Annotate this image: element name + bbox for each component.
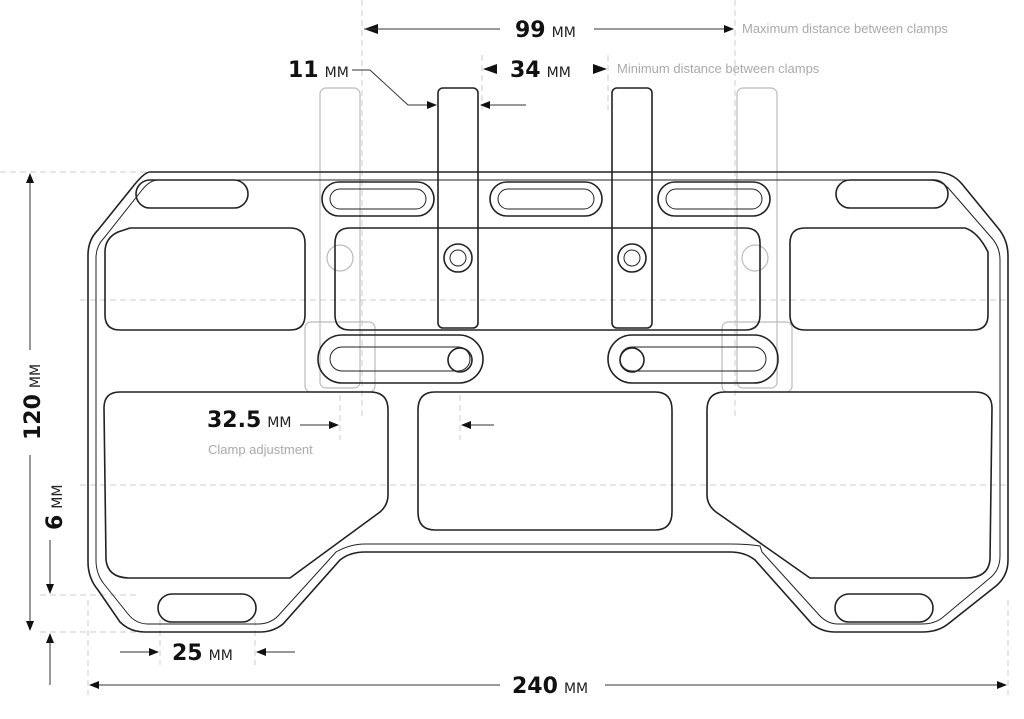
min-clamp-unit: MM <box>547 65 571 81</box>
clamp-width-value: 11 <box>288 58 319 83</box>
svg-text:120MM: 120 MM <box>21 364 46 440</box>
extension-lines <box>0 0 1010 695</box>
ghost-clamps <box>304 87 793 393</box>
height-value: 120 <box>21 394 46 440</box>
clamps <box>317 87 779 384</box>
max-clamp-value: 99 <box>515 18 546 43</box>
clamp-width-unit: MM <box>325 65 349 81</box>
dimension-slot: 25 MM <box>120 641 295 666</box>
dimension-max-clamp: 99 MM Maximum distance between clamps <box>364 18 948 43</box>
slot-unit: MM <box>209 648 233 664</box>
min-clamp-note: Minimum distance between clamps <box>617 61 820 76</box>
dimension-min-clamp: 34 MM Minimum distance between clamps <box>483 58 820 83</box>
thickness-value: 6 <box>43 515 68 530</box>
slot-value: 25 <box>172 641 203 666</box>
dimension-clamp-width: 11 MM <box>288 58 526 109</box>
clamp-adjust-value: 32.5 <box>207 408 261 433</box>
width-value: 240 <box>512 674 558 699</box>
dimension-thickness: 6 MM <box>43 485 68 685</box>
height-unit: MM <box>28 364 44 388</box>
max-clamp-note: Maximum distance between clamps <box>742 21 948 36</box>
rack-plate <box>87 171 1009 633</box>
svg-text:6MM: 6 MM <box>43 485 68 530</box>
clamp-adjust-unit: MM <box>267 415 291 431</box>
width-unit: MM <box>564 681 588 697</box>
max-clamp-unit: MM <box>552 25 576 41</box>
clamp-adjust-note: Clamp adjustment <box>208 442 313 457</box>
min-clamp-value: 34 <box>510 58 541 83</box>
svg-text:32.5MM: 32.5 MM <box>207 408 291 433</box>
dimension-clamp-adjust: 32.5 MM Clamp adjustment <box>207 395 494 457</box>
thickness-unit: MM <box>50 485 66 509</box>
dimension-width: 240 MM <box>89 674 1007 699</box>
dimension-height: 120 MM <box>21 173 46 631</box>
